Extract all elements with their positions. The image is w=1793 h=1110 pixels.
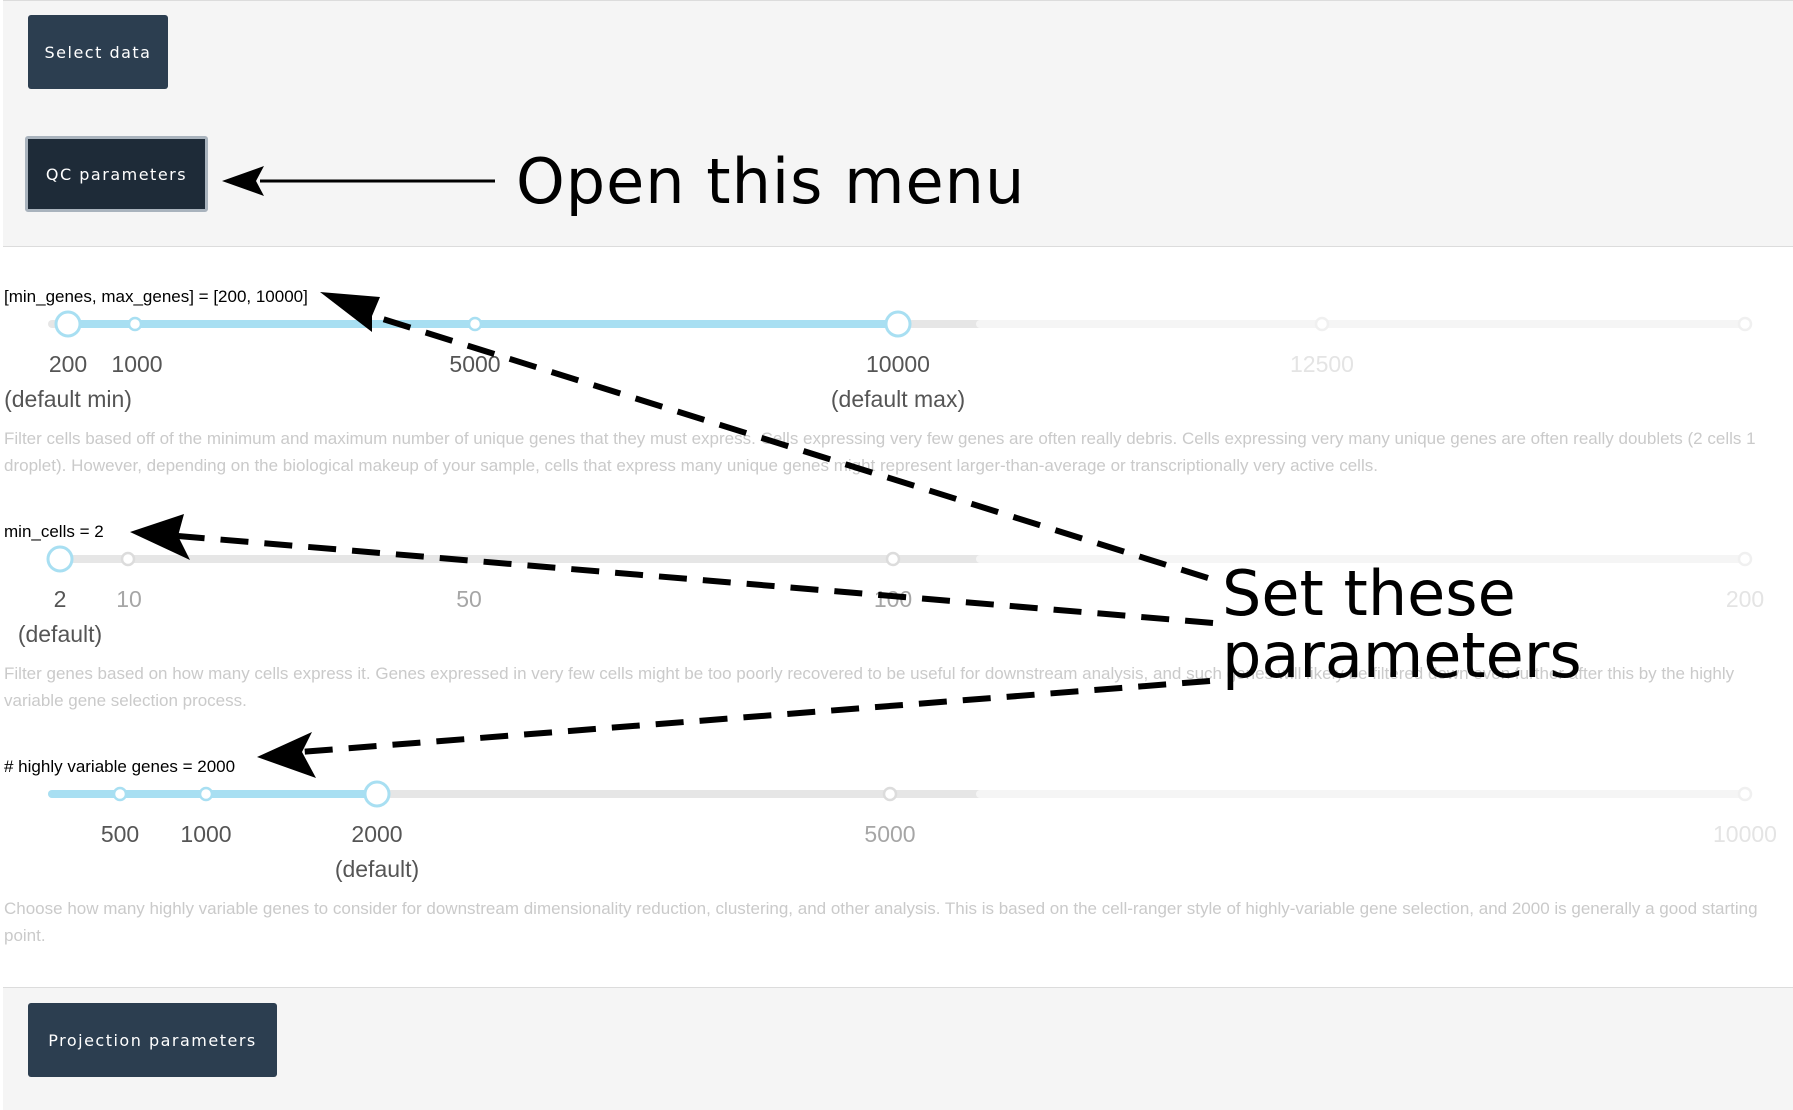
select-data-panel	[3, 0, 1793, 124]
tick-label: 10000	[1713, 821, 1777, 847]
tick-label: 1000	[111, 351, 163, 377]
hvg-label: # highly variable genes = 2000	[4, 757, 236, 776]
annotation-line: parameters	[1222, 619, 1582, 692]
tick-label: 5000	[449, 351, 501, 377]
min-cells-mark-100	[885, 551, 901, 567]
default-max-note: (default max)	[830, 386, 966, 412]
select-data-button[interactable]: Select data	[28, 15, 168, 89]
min-cells-mark-10	[120, 551, 136, 567]
default-min-note: (default min)	[4, 386, 132, 412]
tick-label: 500	[100, 821, 140, 847]
hvg-description: Choose how many highly variable genes to…	[4, 899, 1758, 945]
tick-label: 200	[48, 351, 88, 377]
set-parameters-annotation: Set these parameters	[1222, 563, 1582, 687]
tick-label: 10	[116, 586, 142, 612]
tick-label: 2000	[351, 821, 403, 847]
min-cells-label: min_cells = 2	[4, 522, 104, 541]
default-note: (default)	[334, 856, 420, 882]
hvg-handle[interactable]	[363, 780, 391, 808]
genes-range-label: [min_genes, max_genes] = [200, 10000]	[4, 287, 308, 306]
arrowhead	[130, 514, 190, 560]
tick-label: 12500	[1290, 351, 1354, 377]
annotation-line: Set these	[1222, 557, 1516, 630]
tick-label: 1000	[180, 821, 232, 847]
min-cells-handle[interactable]	[46, 545, 74, 573]
tick-label: 5000	[864, 821, 916, 847]
hvg-mark-1000	[198, 786, 214, 802]
projection-parameters-panel	[3, 987, 1793, 1110]
genes-range-mark-1000	[127, 316, 143, 332]
genes-range-mark-end	[1737, 316, 1753, 332]
tick-label: 50	[456, 586, 482, 612]
genes-range-description: Filter cells based off of the minimum an…	[4, 429, 1756, 475]
dashed-arrow-line	[177, 533, 1214, 626]
min-cells-mark-200	[1737, 551, 1753, 567]
genes-max-handle[interactable]	[884, 310, 912, 338]
genes-range-mark-12500	[1314, 316, 1330, 332]
arrowhead	[257, 732, 316, 778]
tick-label: 2	[53, 586, 67, 612]
hvg-mark-10000	[1737, 786, 1753, 802]
projection-parameters-button[interactable]: Projection parameters	[28, 1003, 277, 1077]
qc-parameters-panel	[3, 122, 1793, 247]
arrowhead	[320, 292, 380, 332]
tick-label: 10000	[866, 351, 930, 377]
qc-parameters-button[interactable]: QC parameters	[25, 136, 208, 212]
genes-range-mark-5000	[467, 316, 483, 332]
genes-min-handle[interactable]	[54, 310, 82, 338]
open-menu-annotation: Open this menu	[516, 145, 1026, 218]
default-note: (default)	[17, 621, 103, 647]
tick-label: 100	[873, 586, 913, 612]
tick-label: 200	[1725, 586, 1765, 612]
hvg-mark-500	[112, 786, 128, 802]
hvg-mark-5000	[882, 786, 898, 802]
